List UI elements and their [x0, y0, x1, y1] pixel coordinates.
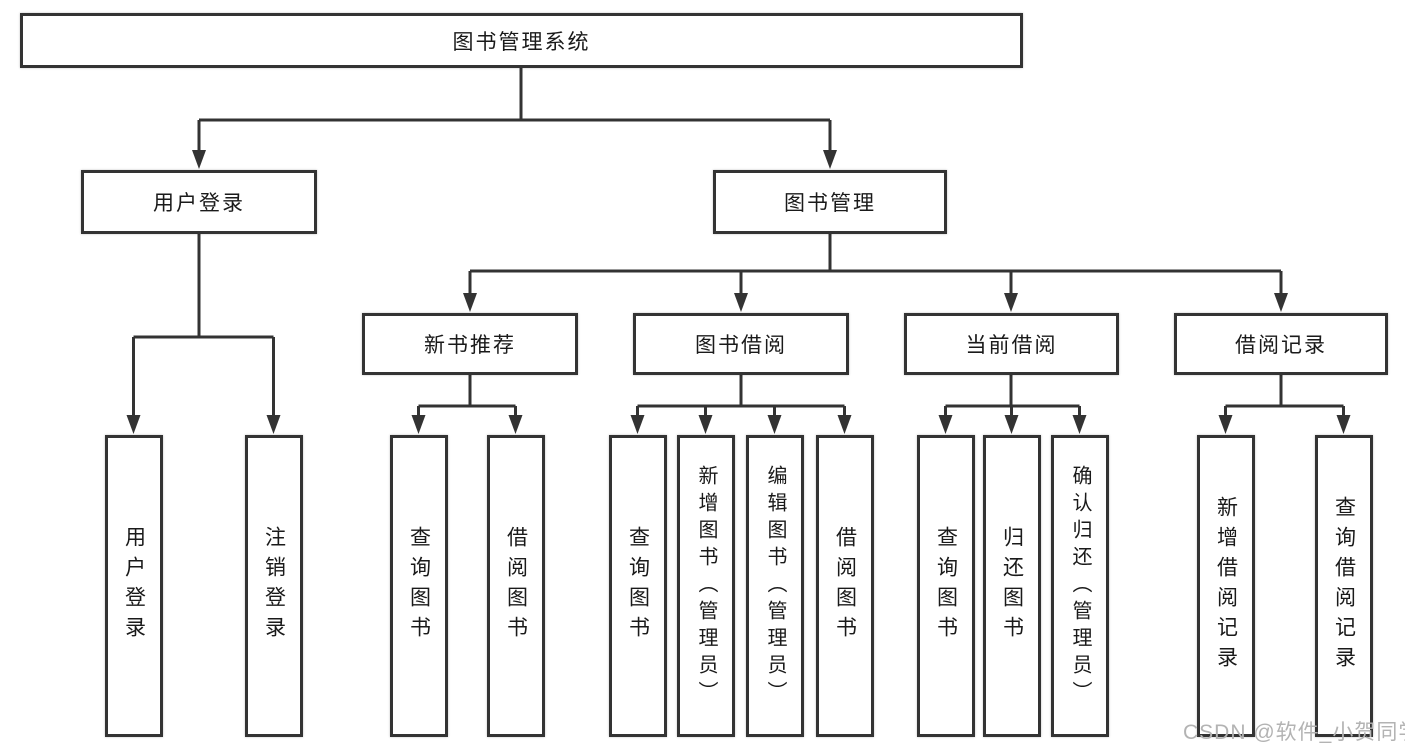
leaf-query-books-current: 查询图书: [917, 435, 975, 737]
leaf-borrow-books: 借阅图书: [816, 435, 874, 737]
leaf-confirm-return-admin: 确认归还（管理员）: [1051, 435, 1109, 737]
node-book-borrow: 图书借阅: [633, 313, 849, 375]
leaf-add-book-admin: 新增图书（管理员）: [677, 435, 735, 737]
leaf-add-borrow-record-label: 新增借阅记录: [1214, 496, 1238, 676]
leaf-user-login: 用户登录: [105, 435, 163, 737]
node-root: 图书管理系统: [20, 13, 1023, 68]
node-root-label: 图书管理系统: [452, 30, 591, 54]
csdn-watermark: CSDN @软件_小贺同学: [1183, 721, 1405, 744]
node-user-login-label: 用户登录: [153, 192, 245, 215]
node-book-management: 图书管理: [713, 170, 947, 234]
node-new-book-recommend-label: 新书推荐: [424, 334, 516, 357]
leaf-edit-book-admin: 编辑图书（管理员）: [746, 435, 804, 737]
node-borrow-records: 借阅记录: [1174, 313, 1388, 375]
leaf-query-books-borrow-label: 查询图书: [626, 526, 650, 646]
node-book-borrow-label: 图书借阅: [695, 334, 787, 357]
leaf-add-book-admin-label: 新增图书（管理员）: [695, 464, 717, 708]
node-user-login: 用户登录: [81, 170, 317, 234]
leaf-query-borrow-record: 查询借阅记录: [1315, 435, 1373, 737]
node-current-borrow: 当前借阅: [904, 313, 1119, 375]
node-book-management-label: 图书管理: [784, 192, 876, 215]
leaf-borrow-books-recommend: 借阅图书: [487, 435, 545, 737]
node-borrow-records-label: 借阅记录: [1235, 334, 1327, 357]
leaf-query-borrow-record-label: 查询借阅记录: [1332, 496, 1356, 676]
leaf-edit-book-admin-label: 编辑图书（管理员）: [764, 464, 786, 708]
leaf-return-books-label: 归还图书: [1000, 526, 1024, 646]
leaf-confirm-return-admin-label: 确认归还（管理员）: [1069, 464, 1091, 708]
leaf-add-borrow-record: 新增借阅记录: [1197, 435, 1255, 737]
leaf-query-books-current-label: 查询图书: [934, 526, 958, 646]
leaf-borrow-books-label: 借阅图书: [833, 526, 857, 646]
leaf-query-books-borrow: 查询图书: [609, 435, 667, 737]
leaf-query-books-recommend-label: 查询图书: [407, 526, 431, 646]
leaf-logout: 注销登录: [245, 435, 303, 737]
leaf-query-books-recommend: 查询图书: [390, 435, 448, 737]
leaf-user-login-label: 用户登录: [122, 526, 146, 646]
node-new-book-recommend: 新书推荐: [362, 313, 578, 375]
node-current-borrow-label: 当前借阅: [965, 334, 1058, 357]
leaf-borrow-books-recommend-label: 借阅图书: [504, 526, 528, 646]
leaf-logout-label: 注销登录: [262, 526, 286, 646]
leaf-return-books: 归还图书: [983, 435, 1041, 737]
